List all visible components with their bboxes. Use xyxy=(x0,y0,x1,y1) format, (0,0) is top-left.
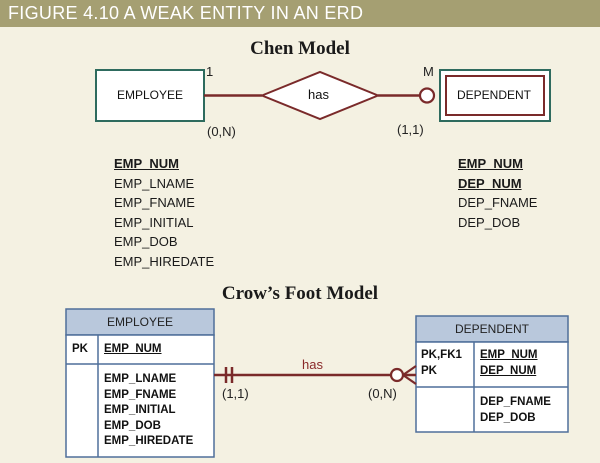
chen-optional-circle-icon xyxy=(418,87,436,104)
cf-employee-header xyxy=(65,308,215,336)
cf-connectivity-right: (0,N) xyxy=(368,386,397,401)
attribute-item: EMP_NUM xyxy=(458,156,524,171)
cf-employee-body xyxy=(65,334,215,458)
pk-label: PK xyxy=(421,364,437,377)
attribute-item: EMP_FNAME xyxy=(114,195,195,211)
cf-connectivity-left: (1,1) xyxy=(222,386,249,401)
attribute-item: DEP_DOB xyxy=(458,214,521,230)
chen-relationship-diamond xyxy=(259,70,381,121)
chen-model-heading: Chen Model xyxy=(250,38,350,59)
attribute-item: DEP_FNAME xyxy=(458,195,538,211)
chen-cardinality-right: M xyxy=(423,64,434,79)
field-item: EMP_INITIAL xyxy=(104,404,176,416)
cf-employee-title: EMPLOYEE xyxy=(106,315,174,329)
chen-dependent-label: DEPENDENT xyxy=(457,88,532,102)
cf-crowsfoot-prong-top xyxy=(402,365,417,376)
chen-relationship-label: has xyxy=(308,87,329,102)
attribute-item: EMP_DOB xyxy=(114,234,178,250)
attribute-item: EMP_NUM xyxy=(114,156,180,171)
pk-label: PK,FK1 xyxy=(421,349,462,361)
attribute-item: EMP_HIREDATE xyxy=(114,253,215,269)
cf-dependent-fields: DEP_FNAME DEP_DOB xyxy=(480,395,551,426)
cf-employee-pk-label: PK xyxy=(72,343,88,355)
chen-employee-label: EMPLOYEE xyxy=(117,88,184,102)
chen-cardinality-left: 1 xyxy=(206,64,214,79)
field-item: EMP_HIREDATE xyxy=(104,435,194,447)
crows-foot-heading: Crow’s Foot Model xyxy=(221,283,379,304)
chen-dependent-attributes: EMP_NUM DEP_NUM DEP_FNAME DEP_DOB xyxy=(458,154,537,232)
cf-dependent-header xyxy=(415,315,569,343)
cf-dependent-pk-fields: EMP_NUM DEP_NUM xyxy=(480,348,538,379)
cf-optional-circle-icon xyxy=(389,367,405,383)
chen-connectivity-right: (1,1) xyxy=(397,122,424,137)
cf-crowsfoot-prong-bottom xyxy=(402,374,417,385)
key-field: EMP_NUM xyxy=(480,349,538,361)
attribute-item: EMP_INITIAL xyxy=(114,214,194,230)
field-item: EMP_DOB xyxy=(104,419,161,432)
chen-connectivity-left: (0,N) xyxy=(207,124,236,139)
key-field: DEP_NUM xyxy=(480,364,537,377)
attribute-item: DEP_NUM xyxy=(458,175,522,191)
attribute-item: EMP_LNAME xyxy=(114,175,195,191)
cf-dependent-pk-labels: PK,FK1 PK xyxy=(421,348,462,379)
key-field: EMP_NUM xyxy=(104,343,162,355)
chen-employee-attributes: EMP_NUM EMP_LNAME EMP_FNAME EMP_INITIAL … xyxy=(114,154,214,272)
field-item: EMP_FNAME xyxy=(104,388,177,401)
field-item: DEP_FNAME xyxy=(480,396,551,408)
cf-relationship-label: has xyxy=(302,357,323,372)
field-item: EMP_LNAME xyxy=(104,373,177,385)
field-item: DEP_DOB xyxy=(480,411,536,424)
cf-employee-pk-field: EMP_NUM xyxy=(104,342,162,358)
chen-dependent-entity-inner-box xyxy=(445,75,545,116)
cf-dependent-title: DEPENDENT xyxy=(454,322,529,336)
figure-title: FIGURE 4.10 A WEAK ENTITY IN AN ERD xyxy=(8,3,364,23)
cf-employee-fields: EMP_LNAME EMP_FNAME EMP_INITIAL EMP_DOB … xyxy=(104,372,193,450)
figure-title-bar: FIGURE 4.10 A WEAK ENTITY IN AN ERD xyxy=(0,0,600,27)
